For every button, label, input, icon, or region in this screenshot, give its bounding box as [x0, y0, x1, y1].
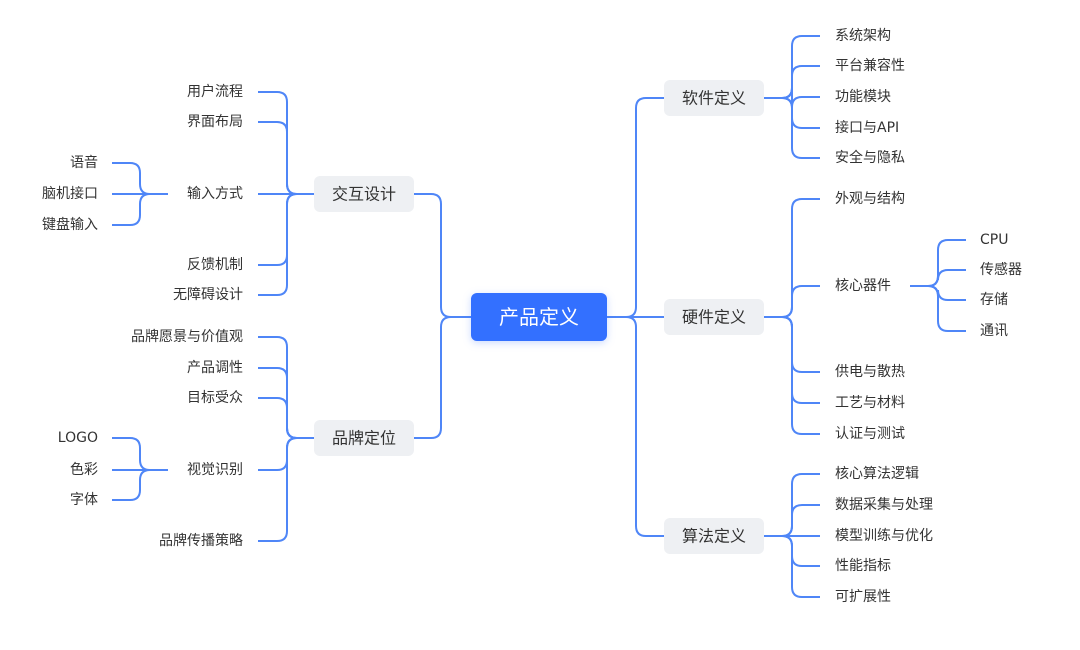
- connector: [112, 193, 168, 226]
- connector: [764, 504, 820, 537]
- topic-node[interactable]: 核心算法逻辑: [835, 466, 919, 482]
- connector: [764, 316, 820, 435]
- topic-node[interactable]: 系统架构: [835, 28, 891, 44]
- connector: [258, 121, 314, 195]
- branch-box[interactable]: [664, 80, 764, 116]
- topic-node[interactable]: 无障碍设计: [173, 287, 243, 303]
- topic-node[interactable]: 品牌传播策略: [159, 532, 243, 549]
- branch-box[interactable]: [664, 299, 764, 335]
- subtopic-node[interactable]: CPU: [980, 232, 1008, 248]
- subtopic-node[interactable]: 键盘输入: [42, 216, 98, 233]
- connector: [764, 97, 820, 159]
- subtopic-node[interactable]: LOGO: [58, 430, 98, 446]
- topic-node[interactable]: 安全与隐私: [835, 149, 905, 166]
- branch-node[interactable]: 品牌定位: [332, 429, 396, 448]
- connector-root-to-2-right: [607, 316, 664, 537]
- connector: [910, 269, 966, 287]
- topic-node[interactable]: 供电与散热: [835, 364, 905, 380]
- connector: [112, 437, 168, 471]
- subtopic-node[interactable]: 色彩: [70, 461, 98, 478]
- topic-node[interactable]: 目标受众: [187, 390, 243, 406]
- branch-box[interactable]: [664, 518, 764, 554]
- connector: [910, 285, 966, 332]
- topic-node[interactable]: 可扩展性: [835, 589, 891, 605]
- connector-root-to-0-right: [607, 97, 664, 318]
- topic-node[interactable]: 外观与结构: [835, 191, 905, 207]
- connector-root-to-1-left: [414, 316, 471, 439]
- topic-node[interactable]: 反馈机制: [187, 257, 243, 273]
- subtopic-node[interactable]: 存储: [980, 292, 1008, 308]
- topic-node[interactable]: 认证与测试: [835, 426, 905, 442]
- branch-box[interactable]: [314, 420, 414, 456]
- subtopic-node[interactable]: 字体: [70, 492, 98, 508]
- branch-node[interactable]: 软件定义: [682, 89, 746, 108]
- root-node[interactable]: 产品定义: [499, 305, 579, 329]
- topic-node[interactable]: 接口与API: [835, 119, 899, 136]
- topic-node[interactable]: 用户流程: [187, 83, 243, 100]
- topic-node[interactable]: 界面布局: [187, 114, 243, 130]
- connector: [258, 193, 314, 296]
- branch-node[interactable]: 硬件定义: [682, 308, 746, 327]
- topic-node[interactable]: 输入方式: [187, 186, 243, 202]
- topic-node[interactable]: 品牌愿景与价值观: [131, 328, 243, 345]
- connector: [764, 87, 820, 108]
- topic-node[interactable]: 核心器件: [835, 278, 891, 294]
- connector: [764, 535, 820, 598]
- connector: [258, 397, 314, 439]
- topic-node[interactable]: 数据采集与处理: [835, 496, 933, 513]
- branch-box[interactable]: [314, 176, 414, 212]
- subtopic-node[interactable]: 语音: [70, 154, 98, 171]
- connector: [258, 437, 314, 542]
- subtopic-node[interactable]: 通讯: [980, 323, 1008, 339]
- connector: [112, 162, 168, 195]
- topic-node[interactable]: 产品调性: [187, 360, 243, 376]
- topic-node[interactable]: 平台兼容性: [835, 57, 905, 74]
- branch-node[interactable]: 交互设计: [332, 185, 396, 204]
- topic-node[interactable]: 视觉识别: [187, 462, 243, 478]
- subtopic-node[interactable]: 传感器: [980, 261, 1022, 278]
- branch-node[interactable]: 算法定义: [682, 527, 746, 546]
- topic-node[interactable]: 模型训练与优化: [835, 528, 933, 544]
- connector-root-to-0-left: [414, 193, 471, 318]
- root-box[interactable]: [471, 293, 607, 341]
- connector: [112, 469, 168, 501]
- topic-node[interactable]: 功能模块: [835, 89, 891, 105]
- connector: [764, 285, 820, 318]
- topic-node[interactable]: 工艺与材料: [835, 395, 905, 411]
- topic-node[interactable]: 性能指标: [835, 558, 891, 574]
- subtopic-node[interactable]: 脑机接口: [42, 185, 98, 202]
